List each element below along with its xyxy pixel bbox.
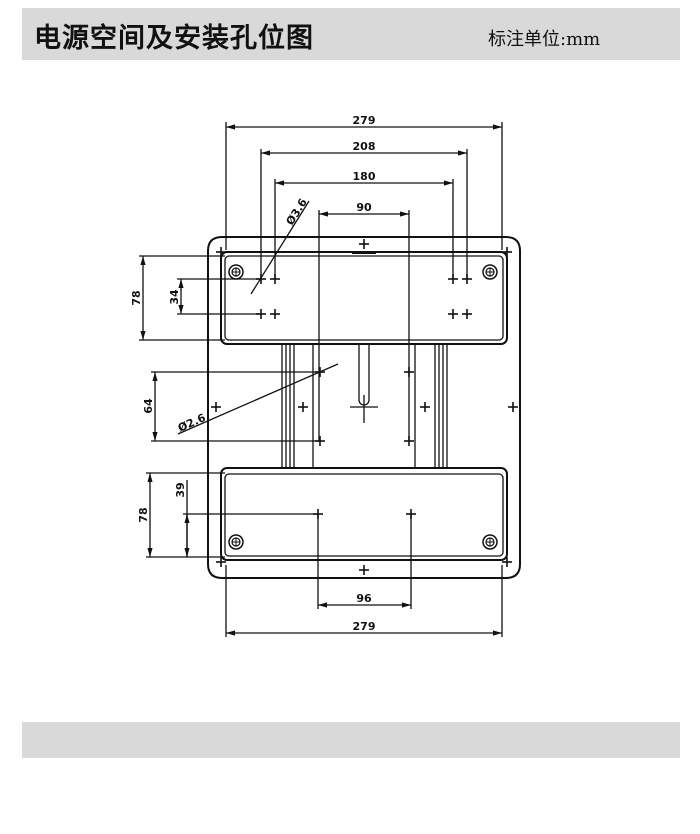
units-label: 标注单位:mm <box>488 29 601 50</box>
screw-icon <box>482 264 498 280</box>
footer-bar <box>22 722 680 758</box>
dimension-label: 208 <box>353 140 376 153</box>
dimension-label: 279 <box>353 114 376 127</box>
dimension-label: 180 <box>353 170 376 183</box>
dimension-label: 96 <box>356 592 372 605</box>
center-block <box>312 343 416 469</box>
dim-64: 64 <box>142 371 320 442</box>
screw-icon <box>228 534 244 550</box>
dim-180: 180 <box>274 170 454 279</box>
dim-39: 39 <box>174 480 318 557</box>
dimension-label: 279 <box>353 620 376 633</box>
screw-icon <box>228 264 244 280</box>
dimension-label: 34 <box>168 289 181 305</box>
dimension-label: 78 <box>130 290 143 305</box>
base-plate-outline <box>207 236 521 579</box>
rail-right <box>434 343 448 469</box>
dim-78-bottom: 78 <box>137 472 225 558</box>
dim-78-top: 78 <box>130 255 225 341</box>
dimension-label: Ø2.6 <box>176 411 208 435</box>
header-bar: 电源空间及安装孔位图 标注单位:mm <box>22 8 680 60</box>
dim-279-bottom: 279 <box>225 565 503 637</box>
page-title: 电源空间及安装孔位图 <box>34 23 314 54</box>
screw-icon <box>482 534 498 550</box>
dim-dia-2-6: Ø2.6 <box>176 363 339 435</box>
dim-dia-3-6: Ø3.6 <box>250 196 310 295</box>
dimension-label: 39 <box>174 482 187 497</box>
dimension-label: 78 <box>137 507 150 522</box>
dimension-label: 90 <box>356 201 372 214</box>
mounting-holes <box>210 238 519 576</box>
dimension-label: 64 <box>142 398 155 414</box>
rail-left <box>281 343 295 469</box>
dim-96: 96 <box>317 514 412 609</box>
dimension-label: Ø3.6 <box>284 196 310 228</box>
dim-208: 208 <box>260 140 468 279</box>
dim-279-top: 279 <box>225 114 503 250</box>
top-flange <box>220 251 508 345</box>
dim-90: 90 <box>318 201 410 441</box>
dim-34: 34 <box>168 278 261 315</box>
